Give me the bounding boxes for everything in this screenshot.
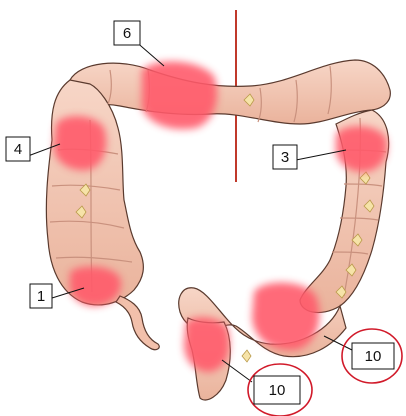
label-1: 1 xyxy=(30,284,52,308)
label-10-bottom-text: 10 xyxy=(269,382,286,399)
hotspot-3 xyxy=(336,126,387,172)
appendix xyxy=(116,296,159,350)
hotspot-6 xyxy=(142,61,217,129)
hotspot-4 xyxy=(54,116,106,170)
hotspot-10-sigmoid xyxy=(252,283,319,351)
label-4: 4 xyxy=(6,137,30,161)
label-6-text: 6 xyxy=(123,25,131,42)
label-10-bottom: 10 xyxy=(254,376,300,404)
transverse-colon xyxy=(67,60,390,124)
hotspot-10-rectum xyxy=(184,317,229,372)
label-4-text: 4 xyxy=(14,141,22,158)
label-3: 3 xyxy=(273,145,297,169)
label-1-text: 1 xyxy=(37,288,45,305)
label-10-right-text: 10 xyxy=(365,348,382,365)
label-3-text: 3 xyxy=(281,149,289,166)
label-6: 6 xyxy=(114,21,140,45)
label-10-right: 10 xyxy=(352,343,394,369)
